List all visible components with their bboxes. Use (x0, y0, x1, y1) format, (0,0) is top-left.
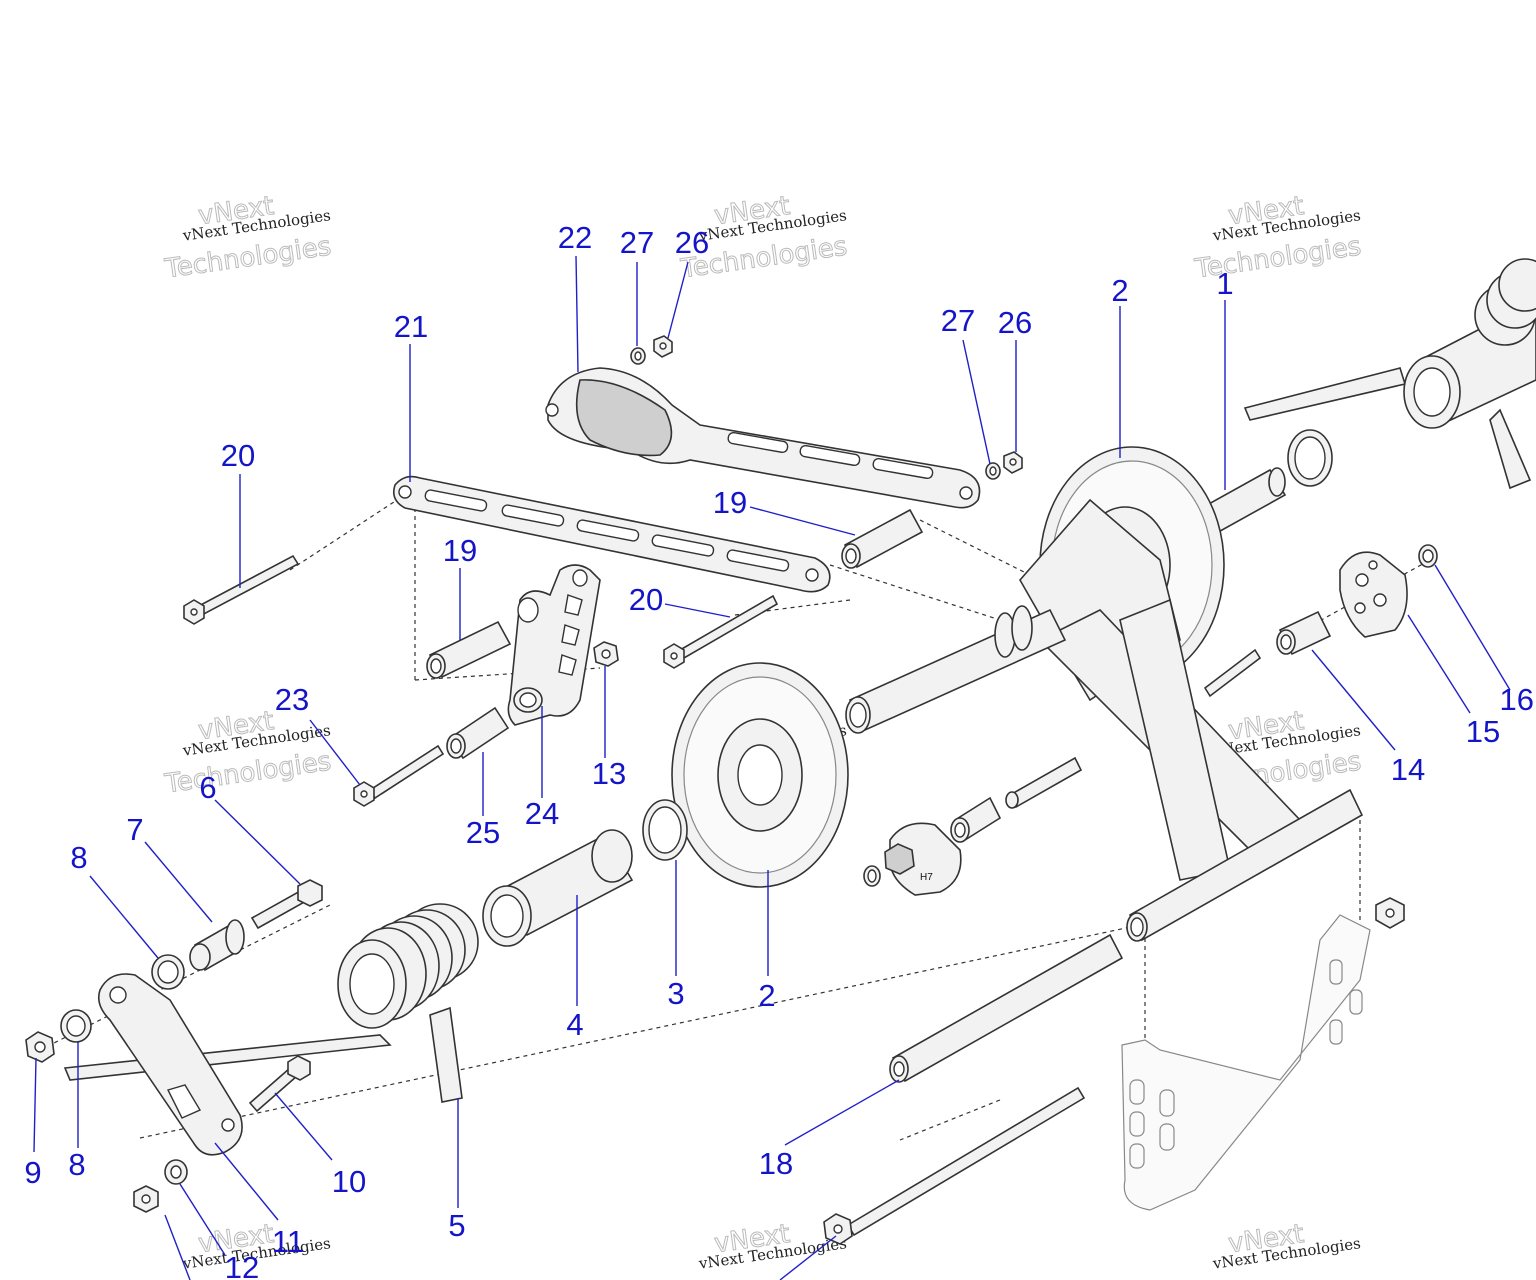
callout-20-left: 20 (221, 438, 255, 473)
callout-13: 13 (592, 756, 626, 791)
part-12-washer (164, 1159, 188, 1185)
callout-23: 23 (275, 682, 309, 717)
part-23-bolt (353, 744, 445, 807)
callout-2-upper: 2 (1111, 273, 1128, 308)
callout-24: 24 (525, 796, 559, 831)
part-12-nut (133, 1185, 159, 1213)
part-axle-shaft (845, 605, 1067, 734)
callout-14: 14 (1391, 752, 1425, 787)
part-27-washer-right (985, 462, 1001, 480)
part-19-bushing-left (426, 620, 512, 679)
part-7-bushing (189, 919, 245, 972)
callout-27-top: 27 (620, 225, 654, 260)
callout-15: 15 (1466, 714, 1500, 749)
part-8-bushing-lower (60, 1009, 92, 1043)
part-20-bolt-right (663, 594, 779, 669)
callout-10: 10 (332, 1164, 366, 1199)
part-21-link-bar (392, 475, 831, 593)
part-25-spacer (446, 706, 510, 760)
part-24-bracket (507, 564, 601, 726)
part-bushing-lower (1005, 756, 1083, 809)
leader-lines (33, 255, 1511, 1280)
callout-25: 25 (466, 815, 500, 850)
swing-arm-frame (1019, 498, 1364, 942)
callout-3: 3 (667, 976, 684, 1011)
callout-8-lower: 8 (68, 1147, 85, 1182)
callout-9: 9 (24, 1155, 41, 1190)
callout-19-right: 19 (713, 485, 747, 520)
part-27-washer-top (630, 347, 646, 365)
callout-18: 18 (759, 1146, 793, 1181)
callout-6: 6 (199, 770, 216, 805)
part-shaft-thin-right (1203, 648, 1262, 698)
callout-1: 1 (1216, 266, 1233, 301)
part-22-link-arm (545, 367, 981, 509)
callout-20-right: 20 (629, 582, 663, 617)
callout-7: 7 (126, 812, 143, 847)
spring-upper-right (1243, 258, 1536, 490)
part-18-tube (889, 933, 1124, 1083)
callout-8-upper: 8 (70, 840, 87, 875)
callout-22: 22 (558, 220, 592, 255)
part-19-bushing-right (841, 508, 924, 569)
phantom-side-plate (1121, 914, 1371, 1211)
callout-26-right: 26 (998, 305, 1032, 340)
part-6-bolt (250, 879, 323, 930)
part-long-bolt-lower (823, 1086, 1086, 1245)
callout-16: 16 (1500, 682, 1534, 717)
part-2-wheel-lower (671, 662, 849, 888)
part-spacer-lower (950, 796, 1002, 843)
callout-19-left: 19 (443, 533, 477, 568)
adjuster-marking: H7 (920, 872, 933, 883)
callout-11: 11 (272, 1224, 304, 1259)
part-8-bushing-upper (151, 954, 185, 990)
watermark-top-right: vNext vNext Technologies Technologies (1192, 191, 1364, 286)
part-10-bolt (248, 1055, 311, 1113)
part-washer-large (1287, 429, 1333, 487)
part-20-bolt-left (183, 554, 300, 625)
callout-2-lower: 2 (758, 978, 775, 1013)
callout-12: 12 (225, 1250, 259, 1280)
watermark-top-left: vNext vNext Technologies Technologies (162, 191, 334, 286)
callout-4: 4 (566, 1007, 583, 1042)
part-16-washer (1418, 544, 1438, 568)
watermark-bottom-right: vNext vNext Technologies (1211, 1219, 1362, 1273)
part-9-nut (25, 1031, 55, 1063)
callout-27-right: 27 (941, 303, 975, 338)
part-26-nut-top (653, 335, 673, 358)
part-26-nut-right (1003, 451, 1023, 474)
part-11-arm (97, 973, 243, 1156)
part-adjuster-block: H7 (884, 822, 962, 896)
callout-5: 5 (448, 1208, 465, 1243)
part-4-sleeve (482, 829, 634, 947)
watermark-mid-left: vNext vNext Technologies Technologies (162, 706, 334, 801)
part-15-block (1339, 551, 1408, 638)
callout-26-top: 26 (675, 225, 709, 260)
part-5-spring (63, 903, 479, 1103)
part-14-spacer (1276, 610, 1332, 656)
part-3-washer (642, 799, 688, 861)
callouts: 22 27 26 21 20 27 26 2 1 19 19 20 23 13 … (24, 220, 1534, 1280)
callout-21: 21 (394, 309, 428, 344)
part-13-nut (593, 641, 619, 667)
part-washer-small-lower (863, 865, 881, 887)
part-nut-right-lower (1375, 897, 1405, 929)
